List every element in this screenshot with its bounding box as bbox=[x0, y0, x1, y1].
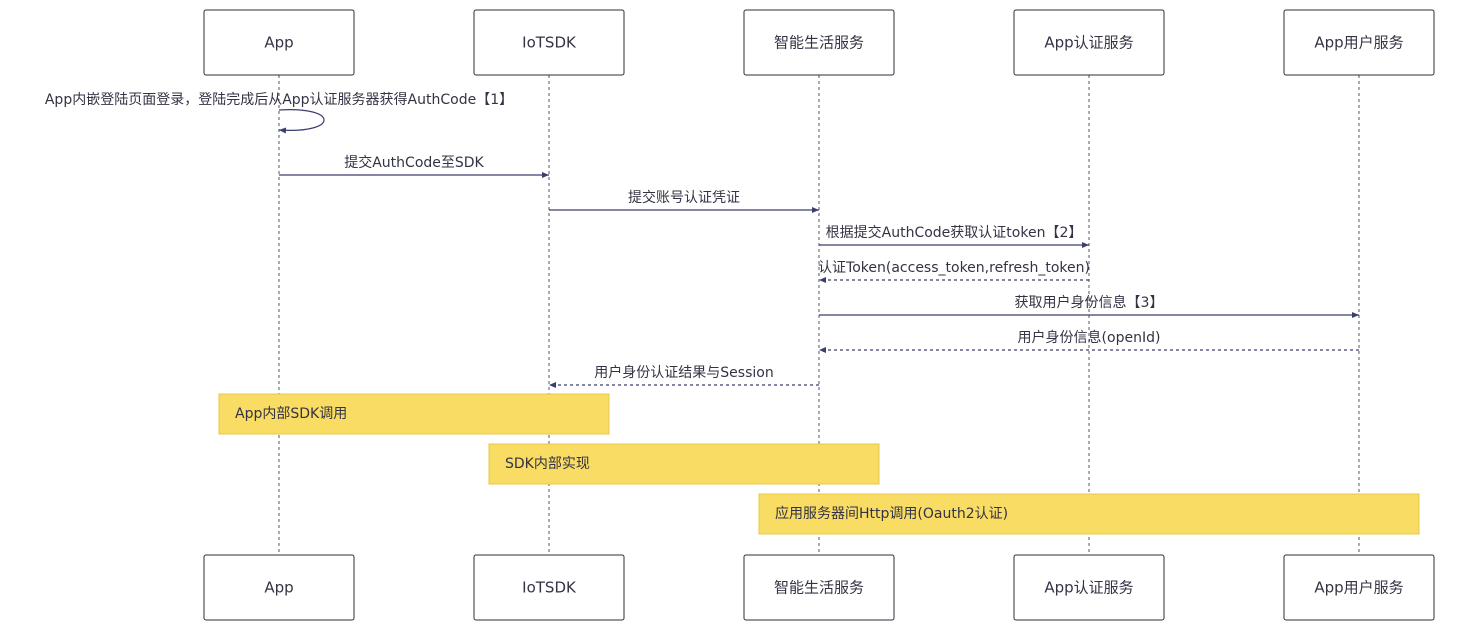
message-1: App内嵌登陆页面登录，登陆完成后从App认证服务器获得AuthCode【1】 bbox=[45, 91, 513, 134]
actor-label: App用户服务 bbox=[1314, 579, 1403, 597]
actor-label: 智能生活服务 bbox=[774, 34, 864, 52]
message-4: 根据提交AuthCode获取认证token【2】 bbox=[819, 224, 1089, 248]
message-label: 获取用户身份信息【3】 bbox=[1015, 294, 1164, 311]
note-label: SDK内部实现 bbox=[505, 456, 590, 472]
actor-box bbox=[1283, 9, 1435, 76]
message-8: 用户身份认证结果与Session bbox=[549, 364, 819, 388]
actor-app-top: App bbox=[203, 9, 355, 76]
message-label: App内嵌登陆页面登录，登陆完成后从App认证服务器获得AuthCode【1】 bbox=[45, 91, 513, 108]
message-arrow bbox=[278, 109, 325, 134]
actor-appauth-bottom: App认证服务 bbox=[1013, 554, 1165, 621]
message-2: 提交AuthCode至SDK bbox=[279, 154, 549, 178]
message-7: 用户身份信息(openId) bbox=[819, 329, 1359, 353]
message-5: 认证Token(access_token,refresh_token) bbox=[818, 260, 1090, 283]
message-label: 用户身份认证结果与Session bbox=[594, 364, 773, 381]
actor-box bbox=[743, 554, 895, 621]
actor-box bbox=[473, 554, 625, 621]
note-1: App内部SDK调用 bbox=[218, 393, 610, 435]
message-label: 认证Token(access_token,refresh_token) bbox=[818, 260, 1090, 276]
actor-appuser-top: App用户服务 bbox=[1283, 9, 1435, 76]
actor-iotsdk-bottom: IoTSDK bbox=[473, 554, 625, 621]
actor-iotsdk-top: IoTSDK bbox=[473, 9, 625, 76]
note-3: 应用服务器间Http调用(Oauth2认证) bbox=[758, 493, 1420, 535]
actor-box bbox=[1013, 554, 1165, 621]
actor-box bbox=[203, 554, 355, 621]
actor-label: App bbox=[264, 579, 293, 597]
actors-top: App IoTSDK 智能生活服务 App认证服务 App用户服务 bbox=[203, 9, 1435, 76]
actor-label: 智能生活服务 bbox=[774, 579, 864, 597]
note-2: SDK内部实现 bbox=[488, 443, 880, 485]
actor-label: IoTSDK bbox=[522, 579, 577, 597]
note-label: App内部SDK调用 bbox=[235, 406, 347, 422]
message-3: 提交账号认证凭证 bbox=[549, 189, 819, 213]
actor-box bbox=[1013, 9, 1165, 76]
actor-label: App bbox=[264, 34, 293, 52]
actors-bottom: App IoTSDK 智能生活服务 App认证服务 App用户服务 bbox=[203, 554, 1435, 621]
actor-smartlife-bottom: 智能生活服务 bbox=[743, 554, 895, 621]
message-label: 根据提交AuthCode获取认证token【2】 bbox=[826, 224, 1083, 241]
messages: App内嵌登陆页面登录，登陆完成后从App认证服务器获得AuthCode【1】提… bbox=[45, 91, 1359, 388]
actor-label: App认证服务 bbox=[1044, 34, 1133, 52]
actor-app-bottom: App bbox=[203, 554, 355, 621]
actor-box bbox=[1283, 554, 1435, 621]
note-label: 应用服务器间Http调用(Oauth2认证) bbox=[775, 505, 1008, 522]
note-box bbox=[758, 493, 1420, 535]
message-label: 提交AuthCode至SDK bbox=[344, 154, 484, 171]
actor-appuser-bottom: App用户服务 bbox=[1283, 554, 1435, 621]
message-6: 获取用户身份信息【3】 bbox=[819, 294, 1359, 318]
message-label: 提交账号认证凭证 bbox=[628, 189, 740, 206]
message-label: 用户身份信息(openId) bbox=[1018, 329, 1161, 346]
actor-label: IoTSDK bbox=[522, 34, 577, 52]
note-box bbox=[218, 393, 610, 435]
actor-smartlife-top: 智能生活服务 bbox=[743, 9, 895, 76]
actor-box bbox=[203, 9, 355, 76]
actor-box bbox=[473, 9, 625, 76]
actor-box bbox=[743, 9, 895, 76]
note-box bbox=[488, 443, 880, 485]
actor-label: App认证服务 bbox=[1044, 579, 1133, 597]
actor-appauth-top: App认证服务 bbox=[1013, 9, 1165, 76]
actor-label: App用户服务 bbox=[1314, 34, 1403, 52]
